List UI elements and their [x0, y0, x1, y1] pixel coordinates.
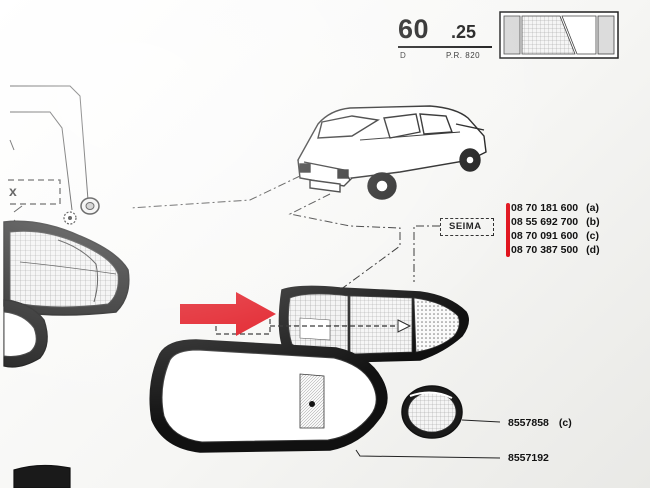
frame-part-label: 8557192 [508, 452, 549, 464]
grommet [80, 197, 100, 215]
screw [63, 211, 77, 225]
lamp-frame [149, 339, 388, 453]
part-reference-row: 08 55 692 700 (b) [511, 215, 600, 229]
part-reference-letter: (b) [586, 216, 600, 228]
lens-part-number: 8557858 [508, 417, 549, 429]
tail-light-thumbnail-icon [499, 11, 619, 59]
part-reference-letter: (a) [586, 202, 599, 214]
part-reference-row: 08 70 387 500 (d) [511, 243, 600, 257]
round-reflector-lens [401, 385, 463, 439]
part-reference-letter: (d) [586, 244, 600, 256]
part-reference-row: 08 70 091 600 (c) [511, 229, 600, 243]
header-rule [398, 46, 492, 48]
part-reference-number: 08 70 387 500 [511, 244, 579, 256]
section-number: 60 [398, 14, 430, 44]
left-frame-fragment [3, 299, 71, 488]
tail-light-lens [278, 285, 469, 363]
dashed-arrowhead [397, 319, 412, 333]
lens-leader-line [461, 419, 501, 423]
section-suffix: .25 [451, 22, 477, 42]
red-arrow-icon [180, 292, 276, 336]
part-reference-number: 08 70 091 600 [511, 230, 579, 242]
frame-part-number: 8557192 [508, 452, 549, 464]
lens-part-letter: (c) [558, 417, 572, 429]
cross-mark: x [9, 183, 17, 199]
part-reference-number: 08 70 181 600 [511, 202, 579, 214]
left-lamp-body [3, 220, 130, 316]
part-reference-row: 08 70 181 600 (a) [511, 201, 600, 215]
lens-part-label: 8557858 (c) [508, 417, 572, 429]
part-reference-number: 08 55 692 700 [511, 216, 579, 228]
supplier-label: SEIMA [449, 221, 482, 232]
car-illustration-icon [297, 105, 487, 200]
part-reference-letter: (c) [586, 230, 599, 242]
code-letter: D [400, 51, 406, 60]
dashed-bracket-left [8, 179, 61, 205]
frame-leader-line [355, 449, 501, 459]
highlight-bar [506, 203, 510, 257]
leader-lines-car [129, 175, 440, 291]
leader-lines-left [9, 85, 89, 211]
supplier-box [440, 218, 494, 236]
part-reference-list: 08 70 181 600 (a) 08 55 692 700 (b) 08 70 … [511, 201, 600, 257]
page-reference: P.R. 820 [446, 51, 481, 60]
